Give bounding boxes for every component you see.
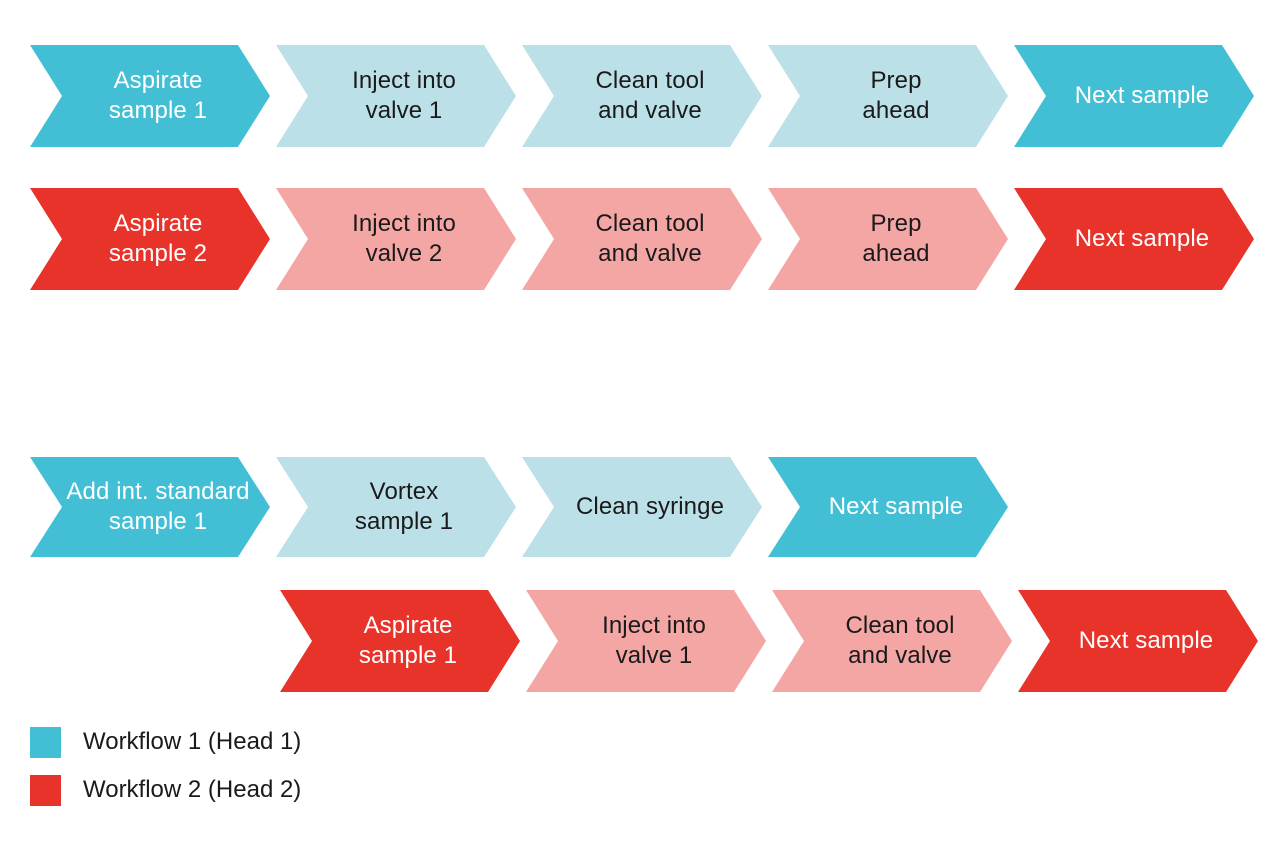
chevron-step: Aspirate sample 1 bbox=[280, 590, 520, 692]
chevron-step: Next sample bbox=[1014, 45, 1254, 147]
chevron-step-label: Inject into valve 1 bbox=[352, 66, 456, 124]
chevron-step: Prep ahead bbox=[768, 188, 1008, 290]
chevron-step: Clean tool and valve bbox=[772, 590, 1012, 692]
chevron-step: Aspirate sample 2 bbox=[30, 188, 270, 290]
legend-item-label: Workflow 1 (Head 1) bbox=[83, 728, 302, 755]
legend-swatch-workflow2 bbox=[30, 774, 61, 806]
chevron-step: Add int. standard sample 1 bbox=[30, 457, 270, 557]
chevron-step: Inject into valve 1 bbox=[526, 590, 766, 692]
chevron-step-label: Next sample bbox=[1078, 626, 1214, 654]
chevron-step-label: Prep ahead bbox=[862, 66, 930, 124]
chevron-step-label: Aspirate sample 2 bbox=[108, 209, 208, 267]
chevron-step: Aspirate sample 1 bbox=[30, 45, 270, 147]
chevron-step-label: Vortex sample 1 bbox=[354, 477, 454, 535]
chevron-step-label: Clean syringe bbox=[575, 492, 725, 520]
chevron-step-label: Clean tool and valve bbox=[595, 66, 705, 124]
chevron-step-label: Next sample bbox=[1074, 81, 1210, 109]
chevron-step: Inject into valve 1 bbox=[276, 45, 516, 147]
chevron-step-label: Prep ahead bbox=[862, 209, 930, 267]
chevron-step: Prep ahead bbox=[768, 45, 1008, 147]
chevron-step-label: Aspirate sample 1 bbox=[358, 611, 458, 669]
legend-swatch-workflow1 bbox=[30, 726, 61, 758]
chevron-step: Clean tool and valve bbox=[522, 188, 762, 290]
row-workflow1-top: Aspirate sample 1 Inject into valve 1 Clea… bbox=[30, 45, 1260, 147]
legend: Workflow 1 (Head 1) Workflow 2 (Head 2) bbox=[30, 718, 301, 814]
chevron-step-label: Inject into valve 1 bbox=[602, 611, 706, 669]
legend-item-label: Workflow 2 (Head 2) bbox=[83, 776, 302, 803]
chevron-step: Vortex sample 1 bbox=[276, 457, 516, 557]
chevron-step: Next sample bbox=[768, 457, 1008, 557]
legend-item: Workflow 2 (Head 2) bbox=[30, 766, 301, 814]
row-workflow2-top: Aspirate sample 2 Inject into valve 2 Clea… bbox=[30, 188, 1260, 290]
legend-item: Workflow 1 (Head 1) bbox=[30, 718, 301, 766]
row-workflow1-bottom: Add int. standard sample 1 Vortex sample … bbox=[30, 457, 1014, 557]
chevron-step: Next sample bbox=[1018, 590, 1258, 692]
chevron-step-label: Clean tool and valve bbox=[595, 209, 705, 267]
chevron-step-label: Next sample bbox=[828, 492, 964, 520]
chevron-step: Inject into valve 2 bbox=[276, 188, 516, 290]
row-workflow2-bottom: Aspirate sample 1 Inject into valve 1 Clea… bbox=[280, 590, 1264, 692]
chevron-step-label: Clean tool and valve bbox=[845, 611, 955, 669]
chevron-step-label: Inject into valve 2 bbox=[352, 209, 456, 267]
chevron-step: Clean tool and valve bbox=[522, 45, 762, 147]
chevron-step-label: Aspirate sample 1 bbox=[108, 66, 208, 124]
chevron-step: Next sample bbox=[1014, 188, 1254, 290]
chevron-step-label: Next sample bbox=[1074, 224, 1210, 252]
chevron-step-label: Add int. standard sample 1 bbox=[66, 477, 250, 535]
chevron-step: Clean syringe bbox=[522, 457, 762, 557]
